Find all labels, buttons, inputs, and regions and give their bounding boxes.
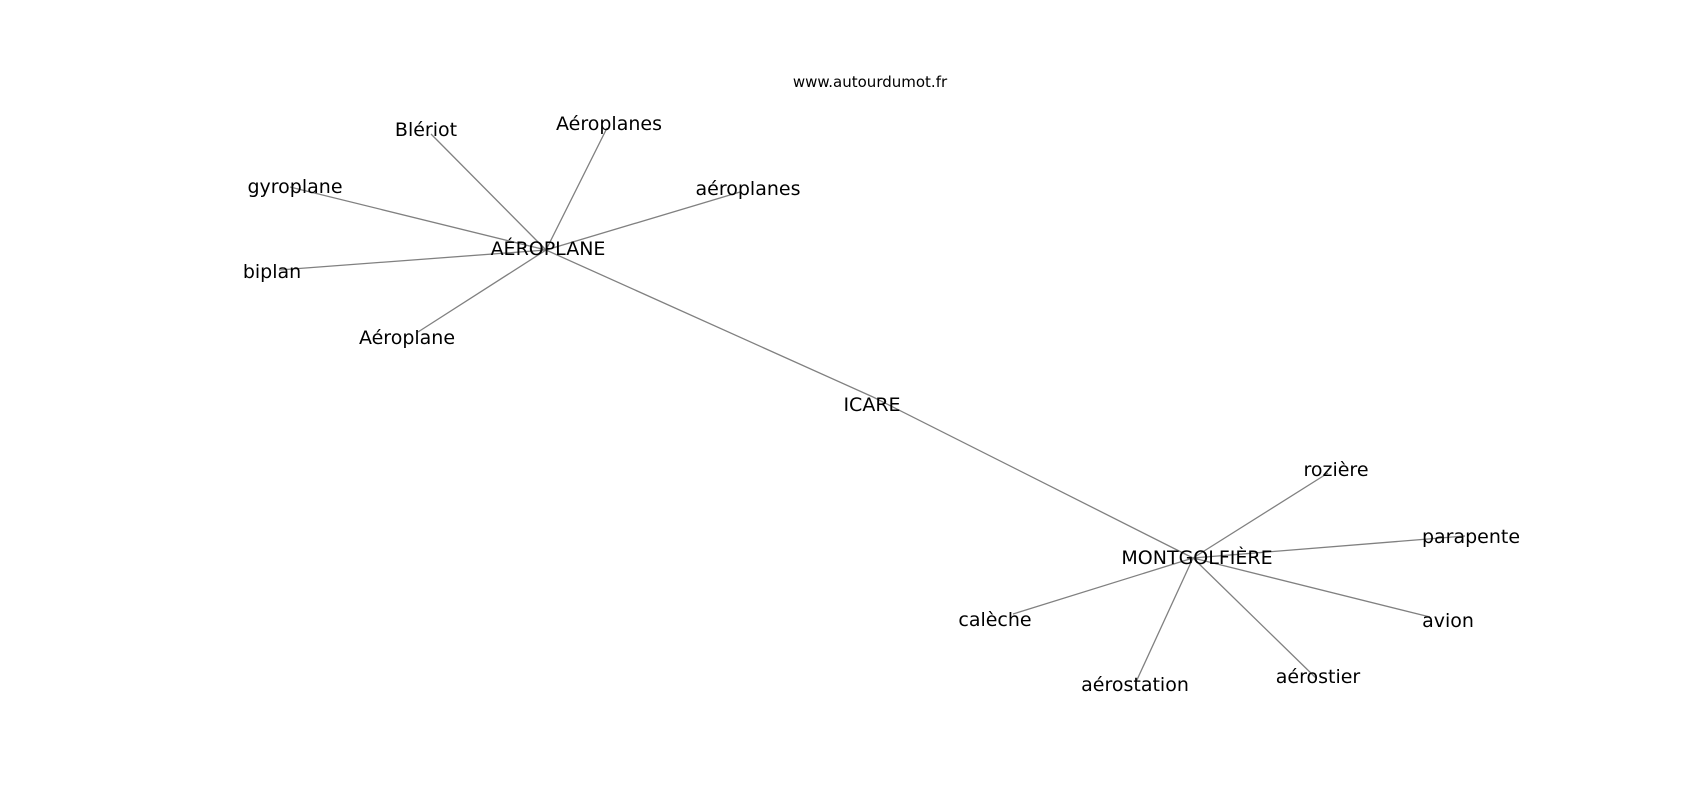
edge-aeroplane_hub-icare [545, 249, 874, 398]
node-label-aerostier: aérostier [1276, 666, 1361, 688]
node-label-roziere: rozière [1303, 459, 1368, 481]
watermark-text: www.autourdumot.fr [793, 73, 948, 91]
node-label-montgolfiere-hub: MONTGOLFIÈRE [1121, 546, 1272, 569]
node-label-gyroplane: gyroplane [247, 176, 342, 198]
edge-montgolfiere_hub-parapente [1192, 535, 1466, 559]
edge-aeroplane_hub-aeroplane_cap [417, 249, 547, 333]
edge-aeroplane_hub-bleriot [430, 133, 547, 251]
node-label-biplan: biplan [243, 261, 301, 283]
edge-aeroplane_hub-aeroplanes_cap [545, 127, 608, 251]
edge-montgolfiere_hub-roziere [1192, 472, 1329, 559]
edge-montgolfiere_hub-aerostation [1135, 557, 1194, 683]
node-label-aeroplane-hub: AÉROPLANE [491, 237, 606, 260]
node-label-avion: avion [1422, 610, 1474, 632]
node-label-aeroplanes-low: aéroplanes [696, 178, 801, 200]
edge-icare-montgolfiere_hub [872, 396, 1194, 559]
node-label-aeroplanes-cap: Aéroplanes [556, 113, 662, 135]
node-label-aerostation: aérostation [1081, 674, 1189, 696]
edge-montgolfiere_hub-avion [1192, 557, 1431, 618]
node-label-aeroplane-cap: Aéroplane [359, 327, 455, 349]
edge-aeroplane_hub-gyroplane [289, 186, 547, 251]
edge-aeroplane_hub-biplan [278, 249, 547, 271]
node-label-bleriot: Blériot [395, 119, 457, 141]
edge-aeroplane_hub-aeroplanes_low [545, 191, 741, 251]
node-label-parapente: parapente [1422, 526, 1520, 548]
node-label-caleche: calèche [958, 609, 1031, 631]
edge-montgolfiere_hub-caleche [1012, 557, 1194, 615]
edge-montgolfiere_hub-aerostier [1192, 557, 1317, 679]
edges-group [278, 127, 1466, 683]
node-label-icare: ICARE [843, 394, 900, 416]
